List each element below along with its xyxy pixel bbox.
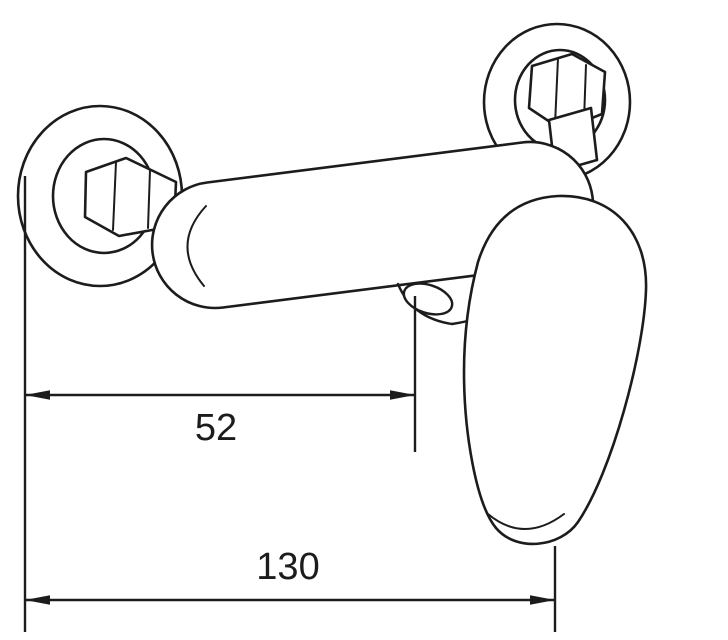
arrowhead-left xyxy=(25,595,50,605)
lever-handle xyxy=(462,194,648,546)
handle-bottom-contour xyxy=(487,513,565,530)
dimension-labels-group: 52 130 xyxy=(195,407,320,588)
dimension-label-130: 130 xyxy=(256,546,319,588)
wall-flanges-group xyxy=(16,22,632,288)
nut-facet-line xyxy=(112,161,117,231)
arrowhead-right xyxy=(530,595,555,605)
dimension-arrowheads-group xyxy=(25,390,555,605)
arrowhead-right xyxy=(390,390,415,400)
arrowhead-left xyxy=(25,390,50,400)
nut-facet-line xyxy=(554,57,559,126)
body-left-cap-contour xyxy=(186,205,207,287)
dimension-lines-group xyxy=(23,176,557,632)
nut-facet-line xyxy=(147,169,151,229)
lever-handle-group xyxy=(462,194,648,546)
dimension-label-52: 52 xyxy=(195,407,237,449)
